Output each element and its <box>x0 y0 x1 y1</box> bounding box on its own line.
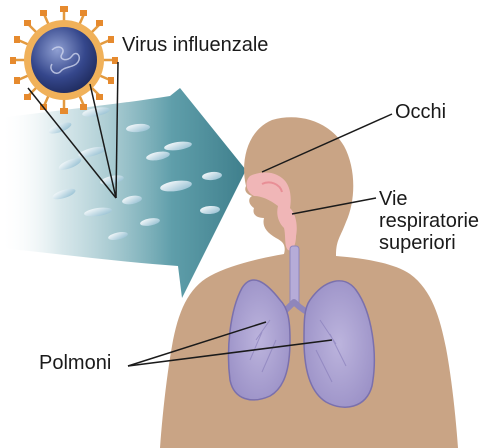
upper-airways-label-line1: Vie <box>379 188 479 210</box>
upper-airways-label-line2: respiratorie <box>379 210 479 232</box>
virus-particle-icon <box>10 6 118 114</box>
upper-airways-label: Vie respiratorie superiori <box>379 188 479 254</box>
lungs-label: Polmoni <box>39 352 111 374</box>
upper-airways-label-line3: superiori <box>379 232 479 254</box>
virus-label: Virus influenzale <box>122 34 268 56</box>
spray-arrow <box>0 88 246 298</box>
eyes-label: Occhi <box>395 101 446 123</box>
